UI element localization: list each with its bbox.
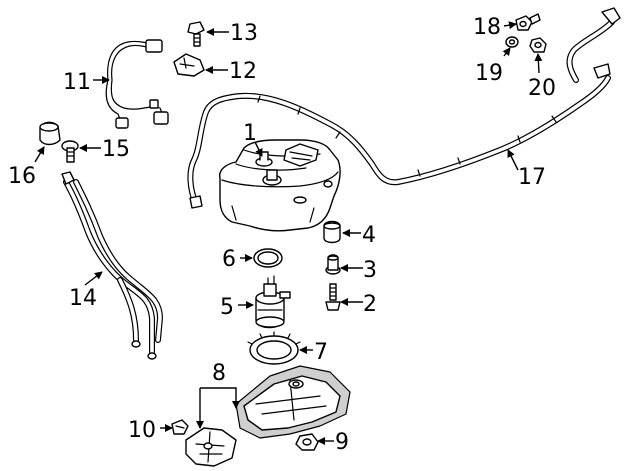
filler-tube-part xyxy=(61,171,163,360)
washer-19-part xyxy=(505,36,519,48)
callout-10: 10 xyxy=(128,418,156,443)
fuel-tank-part xyxy=(219,139,341,232)
bolt-13-part xyxy=(187,21,205,47)
clip-10-part xyxy=(171,419,189,435)
callout-17: 17 xyxy=(518,165,546,190)
bolt-2-part xyxy=(325,283,341,311)
callout-4: 4 xyxy=(362,223,376,248)
nut-20-part xyxy=(529,37,547,53)
callout-7: 7 xyxy=(314,340,328,365)
bolt-15-part xyxy=(61,140,79,163)
grommet-3-part xyxy=(325,254,341,275)
cap-16-part xyxy=(39,121,61,146)
insulator-4-part xyxy=(323,220,341,244)
callout-labels: 1 2 3 4 5 6 7 8 9 10 11 12 13 14 15 16 1… xyxy=(8,15,556,455)
callout-8: 8 xyxy=(212,361,226,386)
fuel-pump-5-part xyxy=(255,275,291,329)
callout-5: 5 xyxy=(220,295,234,320)
callout-6: 6 xyxy=(222,247,236,272)
seal-ring-6-part xyxy=(253,248,283,268)
callout-15: 15 xyxy=(102,137,130,162)
fuel-line-part xyxy=(187,7,621,209)
lock-ring-7-part xyxy=(247,331,301,365)
shield-8-part xyxy=(185,365,351,467)
callout-2: 2 xyxy=(363,292,377,317)
leader-lines xyxy=(34,21,543,445)
callout-13: 13 xyxy=(230,21,258,46)
callout-20: 20 xyxy=(528,76,556,101)
nut-9-part xyxy=(295,433,319,451)
callout-11: 11 xyxy=(63,70,91,95)
connector-18-part xyxy=(515,13,541,31)
callout-12: 12 xyxy=(229,59,257,84)
callout-3: 3 xyxy=(363,258,377,283)
callout-19: 19 xyxy=(475,61,503,86)
callout-14: 14 xyxy=(69,286,97,311)
callout-9: 9 xyxy=(335,430,349,455)
bracket-part xyxy=(173,53,205,77)
callout-1: 1 xyxy=(243,121,257,146)
callout-16: 16 xyxy=(8,164,36,189)
callout-18: 18 xyxy=(473,15,501,40)
wiring-harness-part xyxy=(105,39,169,129)
